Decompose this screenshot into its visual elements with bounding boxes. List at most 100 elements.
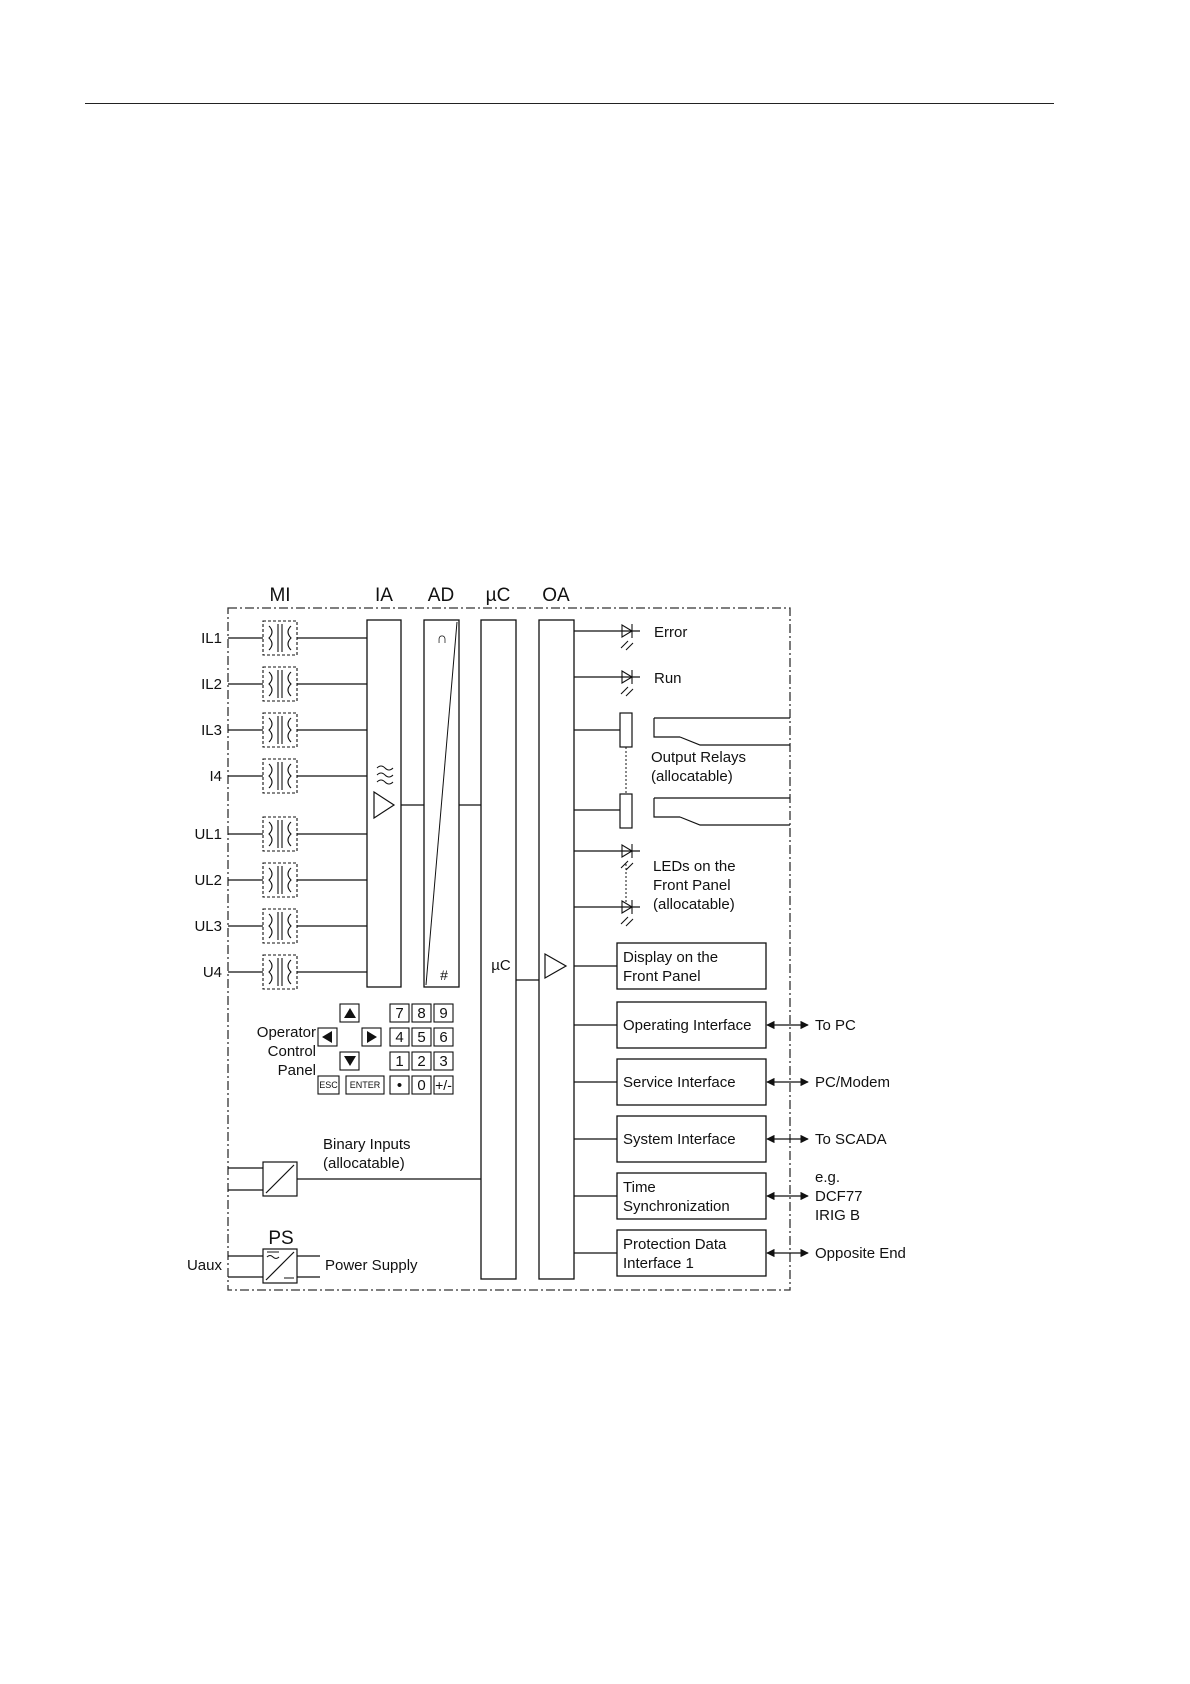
transformer-icon <box>262 954 298 990</box>
external-target-label: e.g. <box>815 1169 840 1186</box>
keypad-key-label: +/- <box>435 1077 452 1093</box>
uaux-label: Uaux <box>187 1257 223 1274</box>
input-label: IL2 <box>201 676 222 693</box>
transformer-icon <box>262 620 298 656</box>
input-label: I4 <box>209 768 222 785</box>
keypad-key[interactable]: • <box>389 1075 410 1095</box>
external-target-label: Opposite End <box>815 1245 906 1262</box>
right-arrow-key[interactable] <box>361 1027 382 1047</box>
interface-box-line1: System Interface <box>623 1131 736 1148</box>
external-target-label: IRIG B <box>815 1207 860 1224</box>
keypad-key-label: • <box>397 1077 402 1094</box>
keypad-key[interactable]: 2 <box>411 1051 432 1071</box>
keypad-key[interactable]: 0 <box>411 1075 432 1095</box>
external-target-label: DCF77 <box>815 1188 863 1205</box>
keypad-key-label: 8 <box>417 1005 425 1022</box>
output-relays-label-2: (allocatable) <box>651 768 733 785</box>
transformer-icon <box>262 908 298 944</box>
interface-box: Operating Interface To PC <box>574 1001 856 1049</box>
ad-top-symbol: ∩ <box>437 630 448 647</box>
header-ad: AD <box>428 585 454 606</box>
transformer-icon <box>262 816 298 852</box>
input-label: UL2 <box>194 872 222 889</box>
external-target-label: To SCADA <box>815 1131 887 1148</box>
header-ia: IA <box>375 585 393 606</box>
keypad-key[interactable]: 6 <box>433 1027 454 1047</box>
keypad-key-label: 5 <box>417 1029 425 1046</box>
filter-icon <box>376 765 394 785</box>
enter-key[interactable]: ENTER <box>345 1075 385 1095</box>
led-run-label: Run <box>654 670 682 687</box>
input-label: U4 <box>203 964 222 981</box>
keypad-key[interactable]: 8 <box>411 1003 432 1023</box>
interface-box: System Interface To SCADA <box>574 1115 887 1163</box>
down-arrow-key[interactable] <box>339 1051 360 1071</box>
input-channel: UL3 <box>194 908 367 944</box>
header-mi: MI <box>269 585 290 606</box>
input-label: IL1 <box>201 630 222 647</box>
output-relay-contact-2 <box>653 797 790 826</box>
keypad-key[interactable]: +/- <box>433 1075 454 1095</box>
transformer-icon <box>262 666 298 702</box>
device-boundary <box>227 607 791 1291</box>
keypad-key-label: 0 <box>417 1077 425 1094</box>
up-arrow-key[interactable] <box>339 1003 360 1023</box>
keypad-key[interactable]: 1 <box>389 1051 410 1071</box>
interface-box-line2: Synchronization <box>623 1198 730 1215</box>
output-relay-coil-1 <box>619 712 633 748</box>
keypad-key-label: 6 <box>439 1029 447 1046</box>
input-label: IL3 <box>201 722 222 739</box>
ad-bottom-symbol: # <box>440 967 448 983</box>
interface-box-line1: Service Interface <box>623 1074 736 1091</box>
keypad-key-label: 2 <box>417 1053 425 1070</box>
power-supply-label: Power Supply <box>325 1257 418 1274</box>
input-channel: UL1 <box>194 816 367 852</box>
led-front-first-icon <box>620 844 634 871</box>
input-channel: IL1 <box>201 620 367 656</box>
output-relay-contact-1 <box>653 717 790 746</box>
external-target-label: To PC <box>815 1017 856 1034</box>
header-oa: OA <box>542 585 570 606</box>
amplifier-icon <box>373 790 396 820</box>
input-channel: U4 <box>203 954 367 990</box>
transformer-icon <box>262 862 298 898</box>
keypad-key-label: 7 <box>395 1005 403 1022</box>
led-front-last-icon <box>620 900 634 927</box>
external-target-label: PC/Modem <box>815 1074 890 1091</box>
power-supply-converter <box>228 1248 320 1284</box>
keypad-key[interactable]: 7 <box>389 1003 410 1023</box>
enter-key-label: ENTER <box>350 1080 381 1090</box>
input-channel: I4 <box>209 758 367 794</box>
left-arrow-key[interactable] <box>317 1027 338 1047</box>
leds-front-label-2: Front Panel <box>653 877 731 894</box>
keypad-key[interactable]: 3 <box>433 1051 454 1071</box>
header-ps: PS <box>268 1228 293 1249</box>
binary-inputs-label-1: Binary Inputs <box>323 1136 411 1153</box>
input-label: UL3 <box>194 918 222 935</box>
input-channel: IL3 <box>201 712 367 748</box>
keypad-key[interactable]: 9 <box>433 1003 454 1023</box>
keypad-key-label: 3 <box>439 1053 447 1070</box>
input-channel: UL2 <box>194 862 367 898</box>
interface-box-line1: Operating Interface <box>623 1017 751 1034</box>
operator-panel-label-2: Control <box>268 1043 316 1060</box>
interface-box-line1: Time <box>623 1179 656 1196</box>
keypad-key[interactable]: 5 <box>411 1027 432 1047</box>
right-arrow-icon <box>367 1031 377 1043</box>
interface-box-line1: Protection Data <box>623 1236 727 1253</box>
page-top-rule <box>85 103 1054 104</box>
ia-block <box>366 619 402 988</box>
esc-key-label: ESC <box>319 1080 338 1090</box>
input-label: UL1 <box>194 826 222 843</box>
operator-panel-label-3: Panel <box>278 1062 316 1079</box>
esc-key[interactable]: ESC <box>317 1075 340 1095</box>
keypad-key[interactable]: 4 <box>389 1027 410 1047</box>
keypad-key-label: 1 <box>395 1053 403 1070</box>
ad-diagonal <box>425 621 458 986</box>
output-relays-label-1: Output Relays <box>651 749 746 766</box>
keypad-key-label: 4 <box>395 1029 403 1046</box>
oa-block <box>538 619 575 1280</box>
